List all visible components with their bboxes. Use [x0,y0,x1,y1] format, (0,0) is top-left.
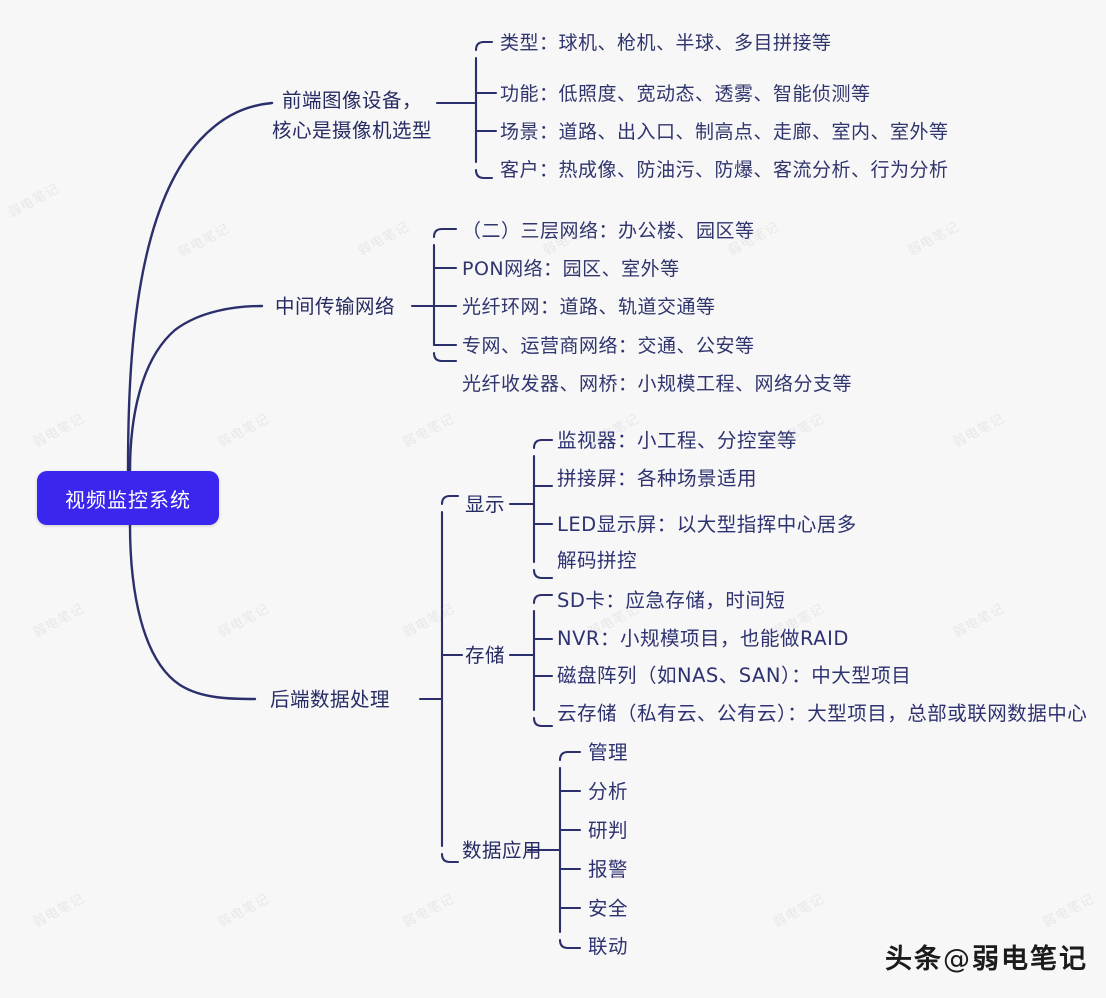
branch-front-end-label-line2: 核心是摄像机选型 [272,119,433,142]
node-front-end-type[interactable]: 类型：球机、枪机、半球、多目拼接等 [500,32,832,54]
watermark-tile: 弱电笔记 [950,601,1008,642]
node-front-end-scene[interactable]: 场景：道路、出入口、制高点、走廊、室内、室外等 [500,121,949,143]
watermark-tile: 弱电笔记 [215,891,273,932]
watermark-tile: 弱电笔记 [770,411,828,452]
watermark-tile: 弱电笔记 [30,891,88,932]
node-data-app-security[interactable]: 安全 [588,897,629,920]
node-transmission-media-converter[interactable]: 光纤收发器、网桥：小规模工程、网络分支等 [462,373,853,395]
subgroup-data-application-label[interactable]: 数据应用 [462,839,543,862]
watermark-tile: 弱电笔记 [5,181,63,222]
node-data-app-linkage[interactable]: 联动 [588,935,629,958]
branch-back-end-label[interactable]: 后端数据处理 [270,688,391,711]
root-node[interactable]: 视频监控系统 [37,471,219,525]
headline-watermark: 头条@弱电笔记 [885,937,1088,976]
node-display-decoder[interactable]: 解码拼控 [557,549,638,572]
node-display-video-wall[interactable]: 拼接屏：各种场景适用 [557,467,758,490]
node-storage-nvr[interactable]: NVR：小规模项目，也能做RAID [557,627,849,650]
node-display-led-screen[interactable]: LED显示屏：以大型指挥中心居多 [557,513,857,536]
watermark-tile: 弱电笔记 [30,601,88,642]
node-front-end-customer[interactable]: 客户：热成像、防油污、防爆、客流分析、行为分析 [500,159,949,181]
watermark-tile: 弱电笔记 [175,221,233,262]
subgroup-storage-label[interactable]: 存储 [465,644,506,667]
branch-front-end-label[interactable]: 前端图像设备， 核心是摄像机选型 [272,86,432,146]
subgroup-display-label[interactable]: 显示 [465,493,506,516]
node-front-end-function[interactable]: 功能：低照度、宽动态、透雾、智能侦测等 [500,83,871,105]
branch-front-end-label-line1: 前端图像设备， [282,89,423,112]
node-transmission-private-network[interactable]: 专网、运营商网络：交通、公安等 [462,335,755,357]
root-node-label: 视频监控系统 [65,487,191,512]
node-display-monitor[interactable]: 监视器：小工程、分控室等 [557,429,798,452]
headline-watermark-account: 弱电笔记 [972,944,1088,975]
branch-transmission-label[interactable]: 中间传输网络 [275,295,396,318]
node-data-app-analysis[interactable]: 分析 [588,780,629,803]
node-transmission-fiber-ring[interactable]: 光纤环网：道路、轨道交通等 [462,296,716,318]
watermark-tile: 弱电笔记 [215,601,273,642]
watermark-tile: 弱电笔记 [400,891,458,932]
watermark-tile: 弱电笔记 [215,411,273,452]
watermark-tile: 弱电笔记 [30,411,88,452]
watermark-tile: 弱电笔记 [400,411,458,452]
watermark-tile: 弱电笔记 [400,601,458,642]
node-storage-cloud[interactable]: 云存储（私有云、公有云）：大型项目，总部或联网数据中心 [557,702,1088,725]
headline-watermark-at: @ [943,944,972,975]
node-storage-disk-array[interactable]: 磁盘阵列（如NAS、SAN）：中大型项目 [557,664,912,687]
watermark-tile: 弱电笔记 [905,219,963,260]
node-data-app-management[interactable]: 管理 [588,741,629,764]
node-transmission-pon[interactable]: PON网络：园区、室外等 [462,258,680,280]
node-transmission-l3network[interactable]: （二）三层网络：办公楼、园区等 [462,220,755,242]
node-data-app-alarm[interactable]: 报警 [588,858,629,881]
watermark-tile: 弱电笔记 [1040,891,1098,932]
watermark-tile: 弱电笔记 [770,891,828,932]
watermark-tile: 弱电笔记 [355,219,413,260]
node-data-app-judgement[interactable]: 研判 [588,819,629,842]
headline-watermark-prefix: 头条 [885,944,943,975]
watermark-tile: 弱电笔记 [950,411,1008,452]
node-storage-sd-card[interactable]: SD卡：应急存储，时间短 [557,589,786,612]
